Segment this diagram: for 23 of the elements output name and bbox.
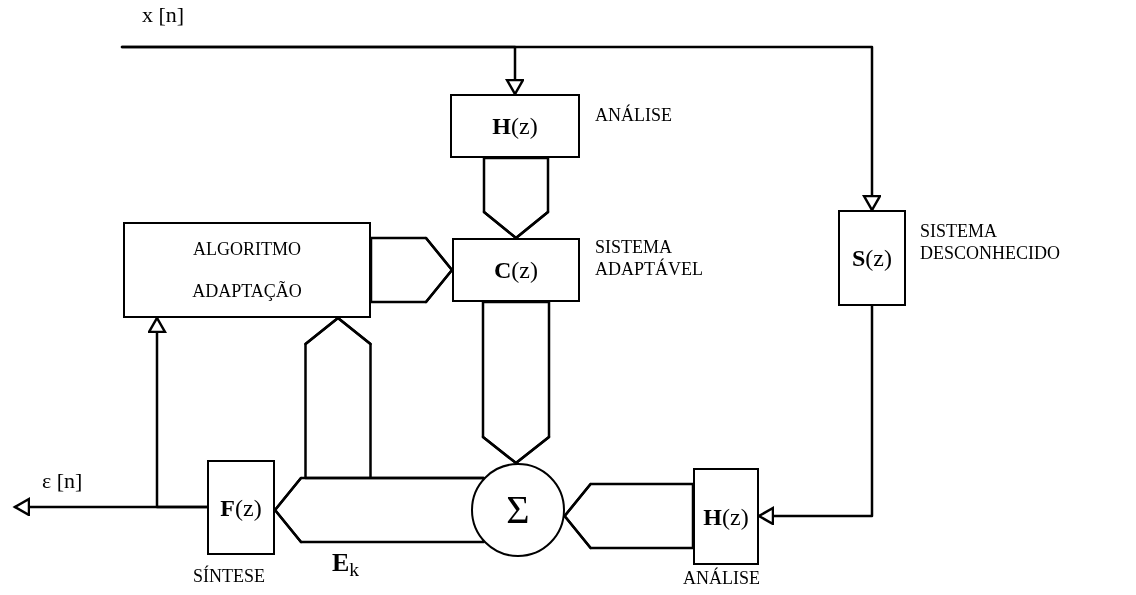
bus-arrow: [481, 300, 551, 465]
process-box: [123, 222, 371, 318]
block-caption: ANÁLISE: [683, 567, 760, 589]
block-label: H(z): [703, 504, 749, 529]
block-caption: SÍNTESE: [193, 565, 265, 587]
block-label: ALGORITMO ADAPTAÇÃO: [191, 238, 303, 303]
arrow: [120, 45, 882, 212]
block-box: [693, 468, 759, 565]
sigma-symbol: Σ: [506, 490, 530, 530]
arrow: [147, 316, 209, 509]
block-box: [450, 94, 580, 158]
block-label: C(z): [494, 258, 538, 282]
block-caption: ANÁLISE: [595, 104, 672, 126]
block-caption: SISTEMA DESCONHECIDO: [920, 220, 1061, 264]
bus-arrow: [482, 156, 550, 240]
block-label: S(z): [852, 246, 892, 270]
block-label: F(z): [220, 495, 262, 520]
block-box: [838, 210, 906, 306]
block-label: H(z): [492, 114, 538, 138]
block-box: [452, 238, 580, 302]
block-caption: SISTEMA ADAPTÁVEL: [595, 236, 704, 280]
block-box: [207, 460, 275, 555]
bus-arrow: [304, 316, 485, 480]
